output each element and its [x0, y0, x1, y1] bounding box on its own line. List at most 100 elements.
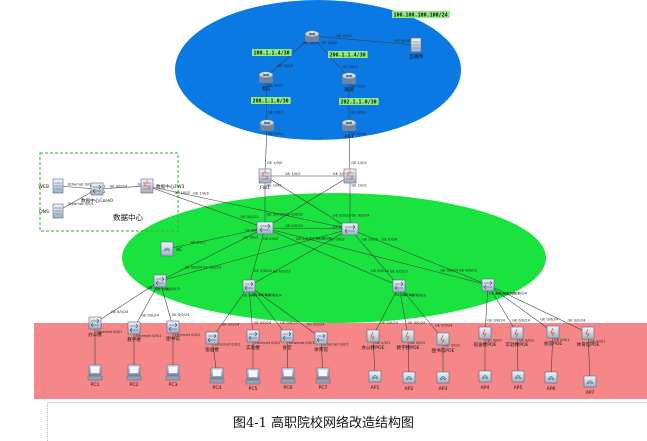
- device-ap7[interactable]: AP7: [583, 375, 597, 396]
- device-agg3[interactable]: [392, 279, 406, 293]
- port-label: GE 0/0/2: [336, 34, 351, 38]
- device-agg4[interactable]: [481, 278, 495, 292]
- device-dns[interactable]: DNS: [39, 203, 64, 219]
- port-label: GE 0/0/24: [141, 314, 159, 318]
- device-acc4[interactable]: 宿舍楼: [205, 331, 219, 353]
- core-switch-icon: [341, 222, 359, 236]
- port-label: GE 0/0/24: [110, 184, 128, 188]
- device-pc7[interactable]: PC7: [315, 367, 331, 391]
- port-label: GE 1/0/0: [351, 161, 367, 165]
- device-label: AP3: [439, 386, 448, 392]
- port-label: Ethernet 0/0/1: [68, 183, 94, 187]
- link-r_top-r_left: [265, 35, 313, 78]
- port-label: Ethernet 0/0/1: [215, 342, 241, 346]
- pc-icon: [315, 367, 331, 384]
- switch-icon: [481, 278, 495, 292]
- device-ac[interactable]: AC: [160, 241, 182, 257]
- device-poe5[interactable]: 实验楼POE: [505, 326, 529, 348]
- zones: [34, 0, 647, 399]
- port-label: GE 0/0/1: [375, 341, 390, 345]
- device-r-top[interactable]: [304, 30, 320, 42]
- device-core2[interactable]: [341, 222, 359, 236]
- links: [57, 35, 591, 382]
- port-label: GE 1/0/1: [267, 183, 282, 187]
- link-core2-agg4: [349, 228, 489, 286]
- device-ar-left[interactable]: [259, 119, 275, 131]
- port-label: GE 0/0/3: [410, 294, 425, 298]
- router-icon: [259, 119, 275, 131]
- device-pc5[interactable]: PC5: [245, 368, 261, 392]
- port-label: GE 0/0/1: [268, 84, 283, 88]
- device-acc3[interactable]: 图书馆: [166, 320, 180, 342]
- port-label: GE 0/0/24: [540, 318, 558, 322]
- poe-switch-icon: [401, 329, 415, 343]
- switch-icon: [127, 321, 141, 335]
- device-ap3[interactable]: AP3: [436, 371, 450, 392]
- device-poe3[interactable]: 图书馆POE: [431, 332, 455, 354]
- port-label: GE 0/0/1: [445, 343, 460, 347]
- device-acc7[interactable]: 体育馆: [314, 331, 328, 353]
- link-agg3-poe3: [398, 285, 444, 340]
- device-dc-core[interactable]: 数据中心Core0: [81, 182, 113, 204]
- port-label: GE 1/0/2: [285, 172, 300, 176]
- device-poe6[interactable]: 食堂POE: [544, 325, 563, 347]
- device-ap6[interactable]: AP6: [544, 371, 558, 392]
- port-label: GE 0/0/24: [280, 321, 298, 325]
- device-ar-right[interactable]: AR1: [341, 119, 357, 140]
- device-poe2[interactable]: 教学楼POE: [396, 329, 420, 351]
- link-agg4-poe5: [487, 284, 518, 334]
- device-agg2[interactable]: [242, 279, 256, 293]
- link-agg2-acc6: [248, 285, 288, 337]
- link-agg2-acc7: [248, 285, 322, 339]
- switch-icon: [246, 329, 260, 343]
- port-label: GE 0/0/24: [380, 321, 398, 325]
- port-label: GE 0/0/2: [329, 238, 344, 242]
- link-fw2-core1: [264, 175, 351, 229]
- device-label: 宿舍楼POE: [473, 341, 496, 348]
- device-r-right[interactable]: 联通: [341, 72, 357, 93]
- device-pc6[interactable]: PC6: [280, 367, 296, 391]
- device-agg1[interactable]: [153, 274, 167, 288]
- port-label: GE 1/0/1: [352, 184, 367, 188]
- device-poe7[interactable]: 体育馆POE: [576, 326, 600, 348]
- link-agg1-acc1: [94, 280, 161, 324]
- link-poe1-ap1: [372, 335, 376, 377]
- device-r-left[interactable]: 电信: [258, 71, 274, 92]
- device-label: AP1: [371, 385, 380, 391]
- device-ap1[interactable]: AP1: [368, 370, 382, 391]
- port-label: GE 0/0/21: [241, 215, 259, 219]
- device-isp[interactable]: 互联网: [409, 37, 423, 60]
- port-label: GE 0/0/1: [351, 84, 366, 88]
- device-ap4[interactable]: AP4: [478, 370, 492, 391]
- port-label: GE 0/0/4: [512, 292, 528, 296]
- device-acc6[interactable]: 食堂: [280, 329, 294, 351]
- port-label: GE 0/0/24: [111, 310, 129, 314]
- device-fw2[interactable]: [343, 168, 357, 184]
- device-label: 数据中心: [113, 212, 143, 222]
- pc-icon: [126, 364, 142, 381]
- port-label: GE 0/0/24: [222, 323, 240, 327]
- pc-icon: [280, 367, 296, 384]
- device-poe4[interactable]: 宿舍楼POE: [473, 326, 497, 348]
- device-acc1[interactable]: 办公楼: [88, 316, 102, 338]
- device-pc2[interactable]: PC2: [126, 364, 142, 388]
- device-pc3[interactable]: PC3: [165, 364, 181, 388]
- port-label: GE 0/0/4: [266, 293, 282, 297]
- device-acc2[interactable]: 教学楼: [127, 321, 141, 343]
- device-pc4[interactable]: PC4: [209, 367, 225, 391]
- device-poe1[interactable]: 办公楼POE: [361, 329, 385, 351]
- device-ap2[interactable]: AP2: [402, 371, 416, 392]
- port-label: GE 0/0/23: [203, 266, 221, 270]
- device-web[interactable]: WEB: [38, 178, 64, 194]
- poe-switch-icon: [510, 326, 524, 340]
- device-fw1[interactable]: FW1: [258, 168, 272, 191]
- device-pc1[interactable]: PC1: [87, 364, 103, 388]
- device-acc5[interactable]: 实验楼: [246, 329, 260, 351]
- device-ap5[interactable]: AP5: [511, 370, 525, 391]
- link-core2-agg2: [248, 228, 351, 287]
- device-dc-fw[interactable]: 数据中心FW3: [140, 178, 185, 194]
- device-core1[interactable]: [256, 221, 274, 235]
- link-agg4-poe7: [487, 284, 589, 334]
- port-label: GE 0/0/1: [243, 236, 258, 240]
